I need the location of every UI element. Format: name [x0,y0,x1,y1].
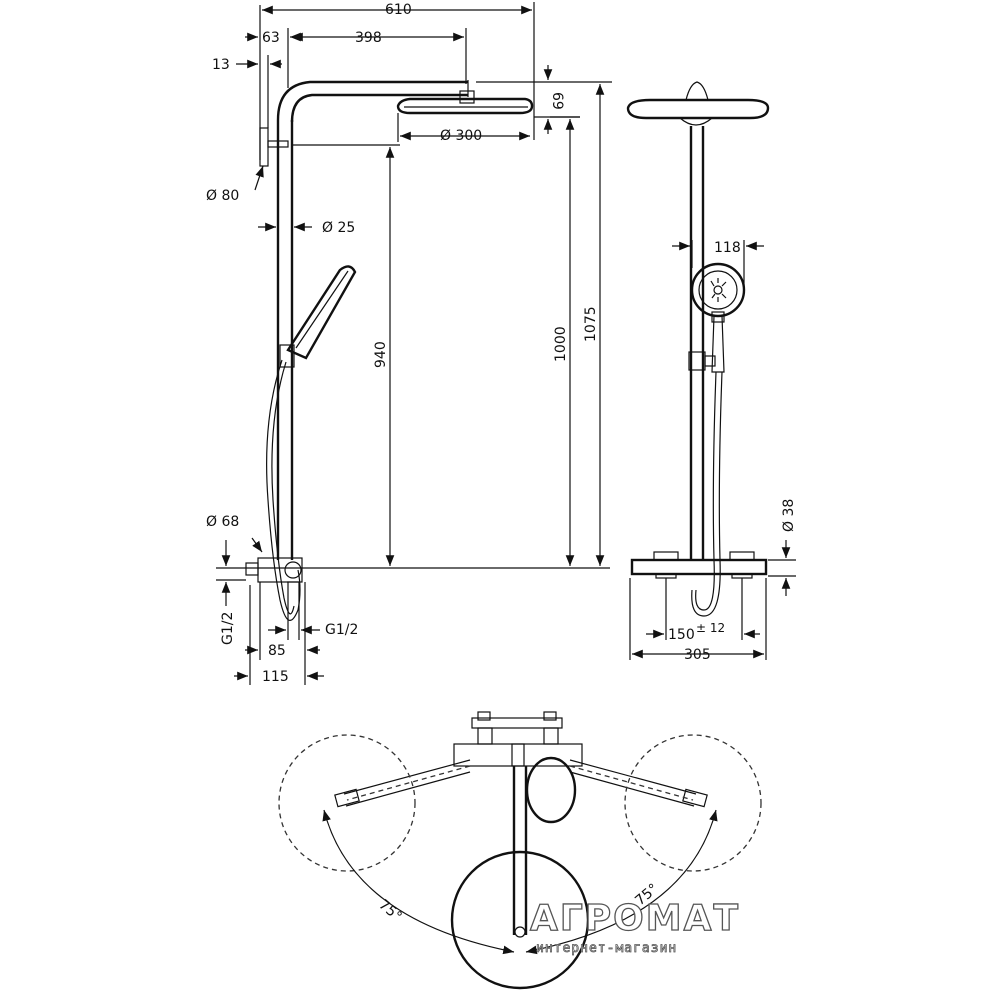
dim-d80: Ø 80 [206,188,239,204]
dim-150-tolerance: ± 12 [696,621,725,635]
dim-940: 940 [373,341,389,368]
dim-d38: Ø 38 [781,499,797,532]
front-view [626,81,770,617]
dim-398: 398 [355,30,382,46]
dim-d300: Ø 300 [440,128,482,144]
dim-305: 305 [684,647,711,663]
dim-d25: Ø 25 [322,220,355,236]
dim-150: 150 [668,627,695,643]
angle-75-left: 75° [375,897,404,925]
dim-1000: 1000 [553,326,569,362]
dim-63: 63 [262,30,280,46]
watermark-logo: АГРОМАТ интернет-магазин [529,897,740,956]
dim-115: 115 [262,669,289,685]
top-view: 75° 75° [278,711,762,990]
dim-69: 69 [549,92,565,110]
dim-1075: 1075 [583,306,599,342]
watermark-brand: АГРОМАТ [530,898,740,939]
dim-g12-right: G1/2 [325,622,358,638]
side-view-dimensions: 610 63 398 13 69 Ø 300 Ø 80 Ø 25 [206,2,612,685]
dim-d68: Ø 68 [206,514,239,530]
dim-g12-left: G1/2 [220,612,236,645]
dim-85: 85 [268,643,286,659]
watermark-subtitle: интернет-магазин [536,941,677,956]
dim-13: 13 [212,57,230,73]
dim-610: 610 [385,2,412,18]
dim-118: 118 [714,240,741,256]
side-view [245,5,534,621]
front-view-dimensions: 118 Ø 38 150 ± 12 305 [629,240,797,663]
